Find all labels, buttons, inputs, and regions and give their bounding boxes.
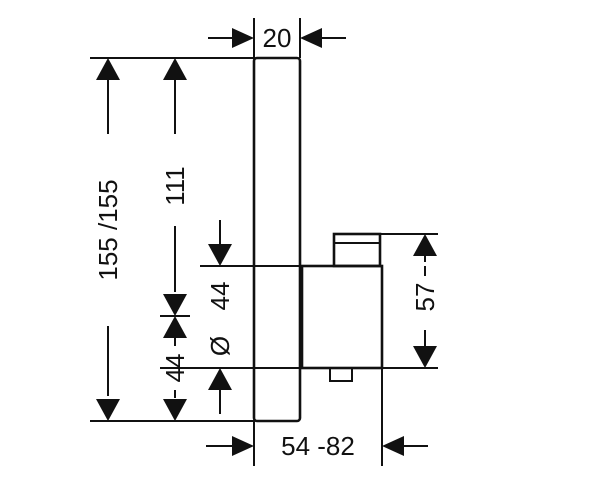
dim-upper-height: 111: [160, 58, 190, 316]
cover-plate: [252, 56, 302, 423]
label-top-width: 20: [263, 23, 292, 53]
dim-depth-range: 54 -82: [206, 368, 428, 466]
body-knob: [332, 232, 382, 268]
dim-overall-height: 155 /155: [93, 58, 123, 421]
body-block: [300, 264, 384, 370]
dim-lower-height: 44: [160, 315, 190, 421]
label-depth-range: 54 -82: [281, 431, 355, 461]
object-outline: [252, 56, 384, 423]
body-nub: [329, 367, 353, 382]
dim-top-width: 20: [208, 18, 346, 58]
label-upper-height: 111: [160, 166, 190, 206]
arrow-right: [232, 28, 254, 48]
label-overall-height: 155 /155: [93, 179, 123, 280]
dim-body-height: 57: [410, 234, 440, 368]
label-diameter-symbol: Ø: [205, 336, 235, 356]
dim-diameter: 44 Ø: [205, 220, 235, 414]
label-body-height: 57: [410, 283, 440, 312]
label-mid-height: 44: [205, 282, 235, 311]
arrow-left: [300, 28, 322, 48]
label-lower-height: 44: [160, 354, 190, 383]
